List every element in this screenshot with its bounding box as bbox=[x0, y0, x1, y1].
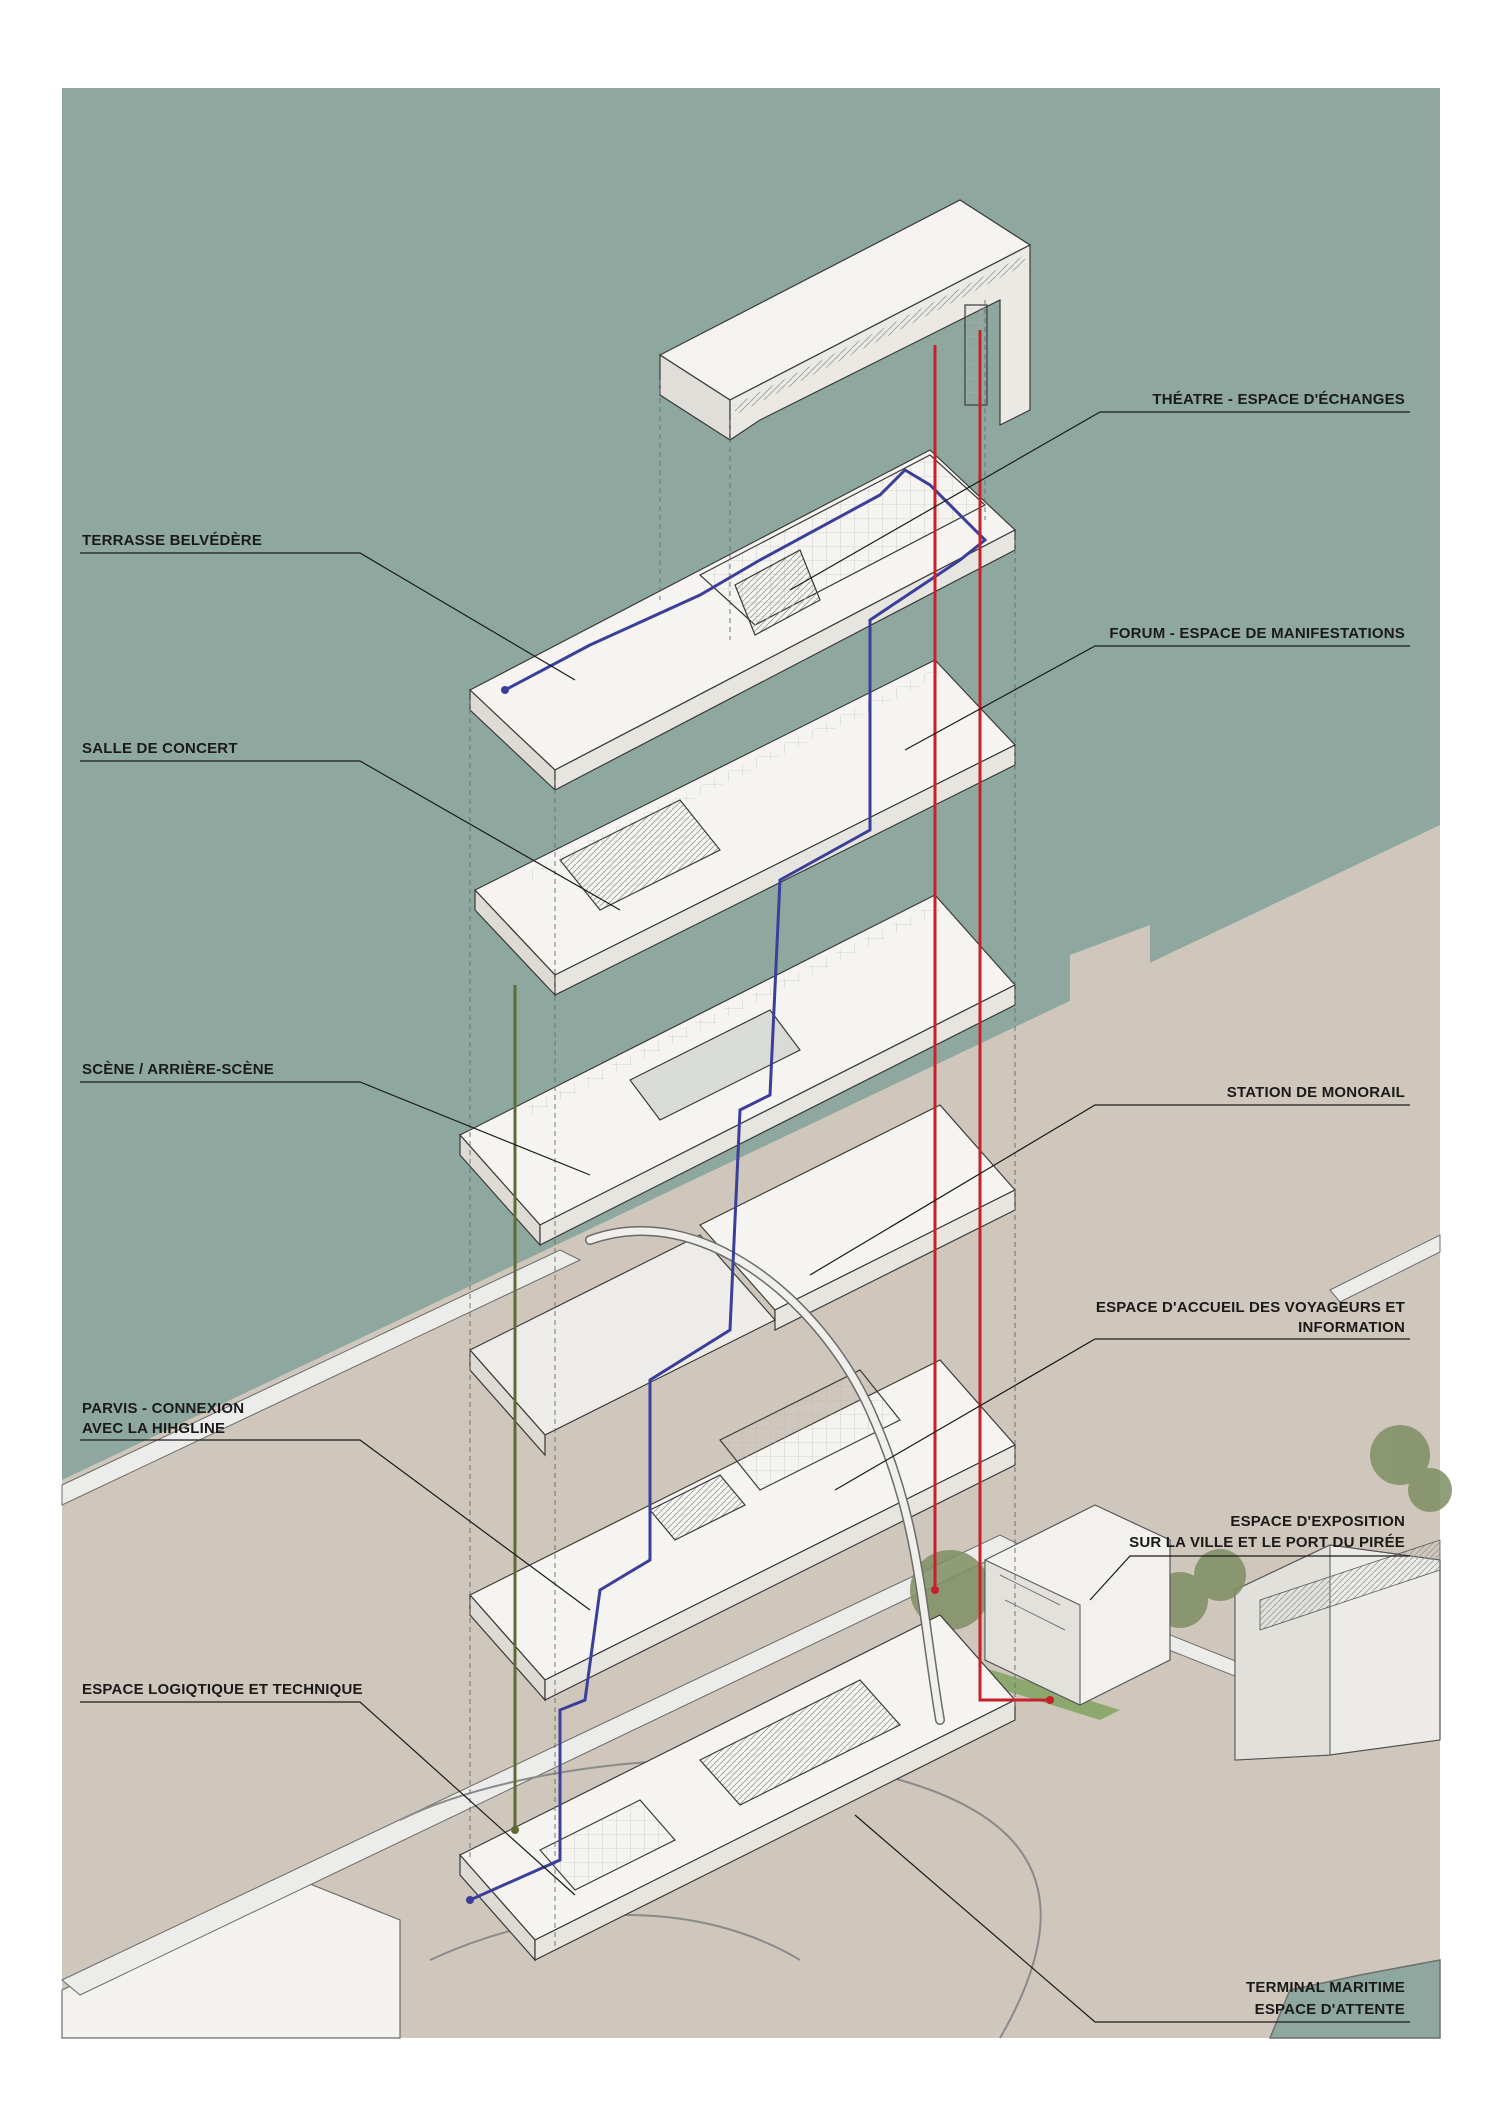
label-terminal-2: ESPACE D'ATTENTE bbox=[1255, 2001, 1405, 2018]
harbour-basin bbox=[1268, 1959, 1441, 2039]
label-parvis-2: AVEC LA HIHGLINE bbox=[82, 1420, 225, 1437]
label-scene: SCÈNE / ARRIÈRE-SCÈNE bbox=[82, 1061, 274, 1078]
level-scene bbox=[459, 894, 1016, 1247]
pier-ground bbox=[1070, 925, 1150, 1060]
red-circulation bbox=[933, 330, 1050, 1702]
label-theatre: THÉATRE - ESPACE D'ÉCHANGES bbox=[1152, 391, 1405, 408]
label-exposition-2: SUR LA VILLE ET LE PORT DU PIRÉE bbox=[1129, 1534, 1405, 1551]
highline-right bbox=[1329, 1234, 1441, 1303]
silo-building bbox=[1234, 1539, 1441, 1761]
circulation-lines bbox=[469, 330, 1050, 1902]
annotation-labels: THÉATRE - ESPACE D'ÉCHANGES TERRASSE BEL… bbox=[82, 391, 1405, 2018]
label-salle-concert: SALLE DE CONCERT bbox=[82, 740, 238, 757]
label-forum: FORUM - ESPACE DE MANIFESTATIONS bbox=[1109, 625, 1405, 642]
label-terrasse: TERRASSE BELVÉDÈRE bbox=[82, 532, 262, 549]
label-terminal-1: TERMINAL MARITIME bbox=[1246, 1979, 1405, 1996]
label-accueil-2: INFORMATION bbox=[1298, 1319, 1405, 1336]
circulation-endpoints bbox=[466, 686, 1054, 1904]
label-monorail: STATION DE MONORAIL bbox=[1227, 1084, 1405, 1101]
alignment-guides bbox=[469, 300, 1016, 1950]
label-exposition-1: ESPACE D'EXPOSITION bbox=[1230, 1513, 1405, 1530]
annotation-leaders bbox=[80, 411, 1410, 2023]
label-parvis-1: PARVIS - CONNEXION bbox=[82, 1400, 244, 1417]
level-theatre-roof bbox=[658, 199, 1032, 442]
highline-upper bbox=[61, 1249, 582, 1506]
blue-circulation bbox=[469, 468, 988, 1902]
tower-levels bbox=[459, 199, 1032, 1962]
level-terrasse bbox=[468, 449, 1017, 792]
exhibition-building bbox=[984, 1504, 1171, 1706]
level-terminal bbox=[459, 1614, 1016, 1962]
level-forum-concert bbox=[474, 659, 1016, 997]
label-logistique: ESPACE LOGIQTIQUE ET TECHNIQUE bbox=[82, 1681, 363, 1698]
label-accueil-1: ESPACE D'ACCUEIL DES VOYAGEURS ET bbox=[1096, 1299, 1405, 1316]
